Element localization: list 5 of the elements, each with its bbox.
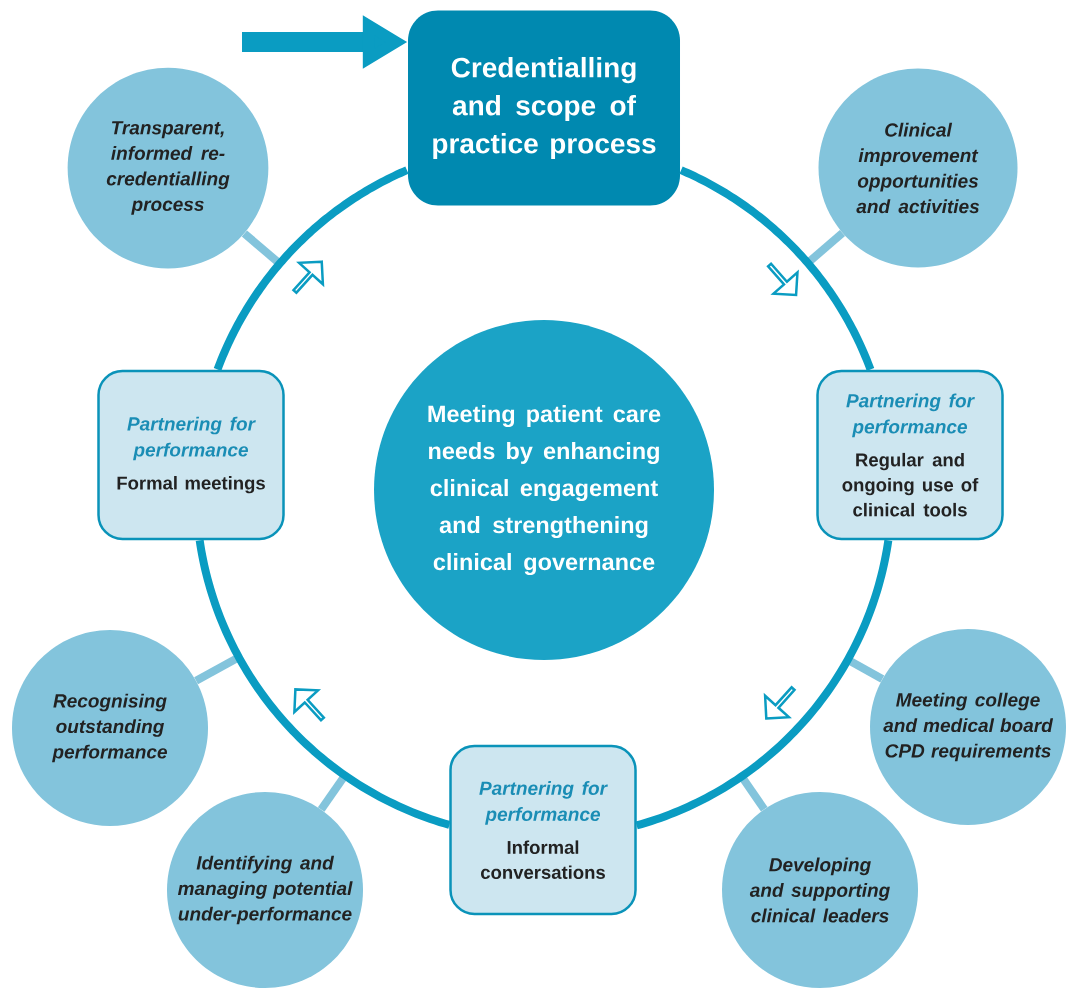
step-box: Partnering for performance Formal meetings [97,369,285,541]
step-box: Partnering for performance Regular and ongoing use of clinical tools [816,369,1004,541]
step-box: Partnering for performance Informal conversations [449,744,637,916]
connector-line [805,230,846,266]
process-box: Credentialling and scope of practice process [408,10,680,206]
